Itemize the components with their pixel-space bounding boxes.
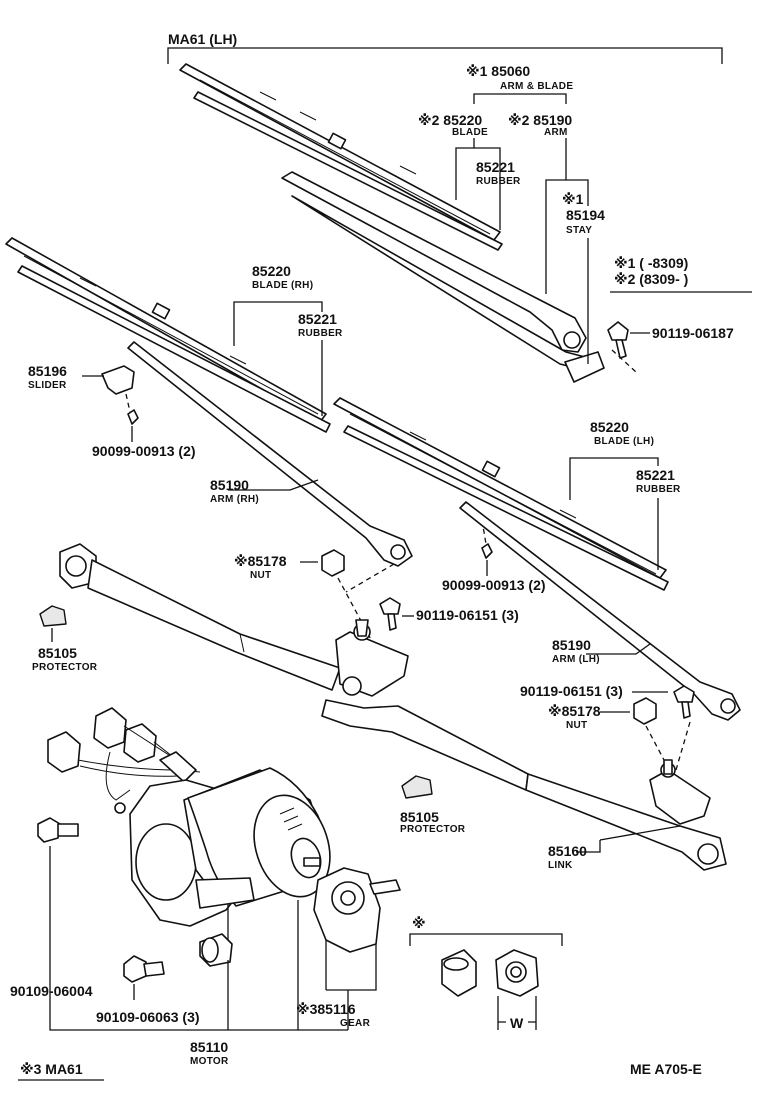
model-label: MA61 (LH) xyxy=(168,31,237,47)
svg-text:RUBBER: RUBBER xyxy=(636,484,681,495)
linkage-upper xyxy=(59,543,529,791)
svg-text:85105: 85105 xyxy=(400,809,439,825)
bolt-motor: 90109-06004 xyxy=(10,817,93,999)
svg-text:※1 85060: ※1 85060 xyxy=(466,63,530,79)
svg-text:90119-06187: 90119-06187 xyxy=(652,325,734,341)
slider: 85196 SLIDER 90099-00913 (2) xyxy=(28,363,196,459)
svg-text:85196: 85196 xyxy=(28,363,67,379)
svg-text:※385116: ※385116 xyxy=(296,1001,356,1017)
bolt-motor-2: 90109-06063 (3) xyxy=(96,955,200,1025)
svg-text:SLIDER: SLIDER xyxy=(28,380,67,391)
footer-note: ※3 MA61 xyxy=(20,1061,83,1077)
callout-arm-blade: ※1 85060 ARM & BLADE xyxy=(466,63,573,104)
svg-text:85221: 85221 xyxy=(476,159,515,175)
svg-text:90119-06151 (3): 90119-06151 (3) xyxy=(520,683,623,699)
legend-note-1: ※1 ( -8309) xyxy=(614,255,688,271)
callout-arm-top: ※2 85190 ARM xyxy=(508,112,572,294)
svg-text:85221: 85221 xyxy=(636,467,675,483)
blade-top xyxy=(179,63,503,251)
footer: ※3 MA61 ME A705-E xyxy=(18,1061,702,1081)
header-group: MA61 (LH) xyxy=(167,31,723,64)
diagram-code: ME A705-E xyxy=(630,1061,702,1077)
svg-text:LINK: LINK xyxy=(548,860,573,871)
svg-text:NUT: NUT xyxy=(566,720,587,731)
bottom-bracket: 85110 MOTOR ※385116 GEAR xyxy=(49,900,371,1067)
svg-text:90109-06063 (3): 90109-06063 (3) xyxy=(96,1009,200,1025)
callout-blade-lh: 85220 BLADE (LH) 85221 RUBBER xyxy=(569,419,681,570)
svg-text:W: W xyxy=(510,1015,524,1031)
legend: ※1 ( -8309) ※2 (8309- ) xyxy=(610,255,752,293)
bolt-top: 90119-06187 xyxy=(607,321,734,373)
svg-text:85110: 85110 xyxy=(190,1039,228,1055)
svg-text:BLADE: BLADE xyxy=(452,127,488,138)
gear xyxy=(313,867,401,991)
callout-blade-top: ※2 85220 BLADE xyxy=(418,112,501,230)
blade-rh xyxy=(5,237,331,433)
svg-text:85194: 85194 xyxy=(566,207,605,223)
svg-text:90099-00913 (2): 90099-00913 (2) xyxy=(92,443,196,459)
header-bracket xyxy=(167,47,723,64)
linkage-lower: 85160 LINK xyxy=(525,759,727,871)
svg-text:BLADE (RH): BLADE (RH) xyxy=(252,280,313,291)
blade-lh xyxy=(333,397,669,591)
nut-detail: ※ W xyxy=(409,915,563,1031)
arm-lh: 85190 ARM (LH) xyxy=(459,501,741,721)
svg-text:90109-06004: 90109-06004 xyxy=(10,983,93,999)
protector-mid: 85105 PROTECTOR xyxy=(400,775,466,835)
svg-text:85221: 85221 xyxy=(298,311,337,327)
svg-text:85190: 85190 xyxy=(210,477,249,493)
svg-text:※85178: ※85178 xyxy=(548,703,601,719)
legend-note-2: ※2 (8309- ) xyxy=(614,271,688,287)
svg-text:ARM & BLADE: ARM & BLADE xyxy=(500,81,573,92)
arm-top xyxy=(281,171,605,383)
svg-text:PROTECTOR: PROTECTOR xyxy=(32,662,98,673)
motor xyxy=(129,767,331,960)
svg-text:※: ※ xyxy=(412,915,426,931)
svg-text:※85178: ※85178 xyxy=(234,553,287,569)
protector-left: 85105 PROTECTOR xyxy=(32,605,98,673)
svg-text:90099-00913 (2): 90099-00913 (2) xyxy=(442,577,546,593)
nut-rh: ※85178 NUT xyxy=(234,549,395,661)
svg-text:※2 85190: ※2 85190 xyxy=(508,112,572,128)
svg-text:ARM (LH): ARM (LH) xyxy=(552,654,600,665)
svg-text:90119-06151 (3): 90119-06151 (3) xyxy=(416,607,519,623)
svg-text:85190: 85190 xyxy=(552,637,591,653)
svg-text:85220: 85220 xyxy=(590,419,629,435)
callout-stay: ※1 85194 STAY xyxy=(562,179,605,364)
svg-text:85105: 85105 xyxy=(38,645,77,661)
svg-text:RUBBER: RUBBER xyxy=(298,328,343,339)
nut-lh: ※85178 NUT xyxy=(548,697,691,771)
svg-text:MOTOR: MOTOR xyxy=(190,1056,229,1067)
svg-text:RUBBER: RUBBER xyxy=(476,176,521,187)
callout-rubber-top: 85221 RUBBER xyxy=(476,159,521,187)
svg-text:85220: 85220 xyxy=(252,263,291,279)
svg-text:ARM (RH): ARM (RH) xyxy=(210,494,259,505)
svg-text:※2 85220: ※2 85220 xyxy=(418,112,482,128)
wire-harness xyxy=(47,707,201,814)
svg-text:PROTECTOR: PROTECTOR xyxy=(400,824,466,835)
svg-text:ARM: ARM xyxy=(544,127,568,138)
arm-rh: 85190 ARM (RH) xyxy=(127,341,413,567)
svg-text:STAY: STAY xyxy=(566,225,592,236)
svg-text:GEAR: GEAR xyxy=(340,1018,371,1029)
svg-text:BLADE (LH): BLADE (LH) xyxy=(594,436,654,447)
grommet xyxy=(199,933,233,967)
bolt-mid: 90119-06151 (3) xyxy=(379,597,519,631)
callout-blade-rh: 85220 BLADE (RH) 85221 RUBBER xyxy=(233,263,343,416)
svg-text:NUT: NUT xyxy=(250,570,271,581)
svg-text:※1: ※1 xyxy=(562,191,584,207)
bolt-right: 90119-06151 (3) xyxy=(520,683,695,719)
svg-text:85160: 85160 xyxy=(548,843,587,859)
screw-lh: 90099-00913 (2) xyxy=(442,519,546,593)
